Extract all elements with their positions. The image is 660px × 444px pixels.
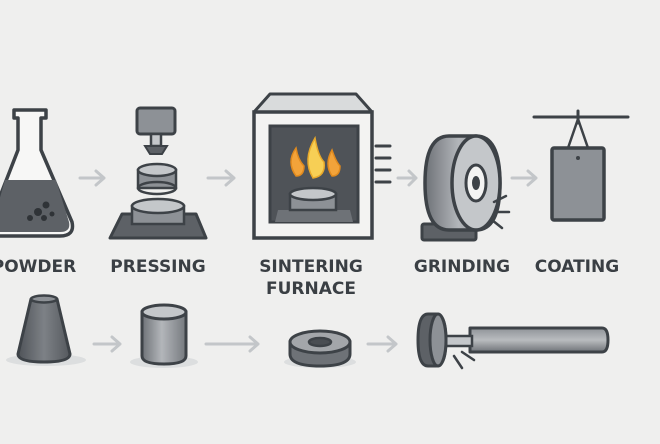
arrow-icon bbox=[510, 169, 538, 187]
arrow-icon bbox=[78, 169, 106, 187]
arrow-icon bbox=[204, 335, 260, 353]
label-coating: COATING bbox=[535, 257, 619, 277]
label-sintering-line1: SINTERING bbox=[259, 257, 363, 277]
arrow-icon bbox=[396, 169, 418, 187]
label-grinding: GRINDING bbox=[414, 257, 510, 277]
ring-part-icon bbox=[284, 329, 356, 368]
furnace-icon bbox=[252, 92, 392, 240]
arrow-icon bbox=[92, 335, 122, 353]
press-icon bbox=[108, 106, 208, 240]
arrow-icon bbox=[206, 169, 236, 187]
coating-hanger-icon bbox=[532, 109, 630, 222]
arrow-icon bbox=[366, 335, 398, 353]
cylinder-part-icon bbox=[130, 303, 198, 368]
powder-flask-icon bbox=[0, 108, 75, 238]
label-sintering-line2: FURNACE bbox=[266, 279, 356, 299]
cone-part-icon bbox=[6, 294, 86, 366]
grinding-wheel-icon bbox=[420, 134, 511, 242]
label-pressing: PRESSING bbox=[110, 257, 205, 277]
grinding-rod-icon bbox=[416, 312, 610, 370]
label-powder: POWDER bbox=[0, 257, 76, 277]
